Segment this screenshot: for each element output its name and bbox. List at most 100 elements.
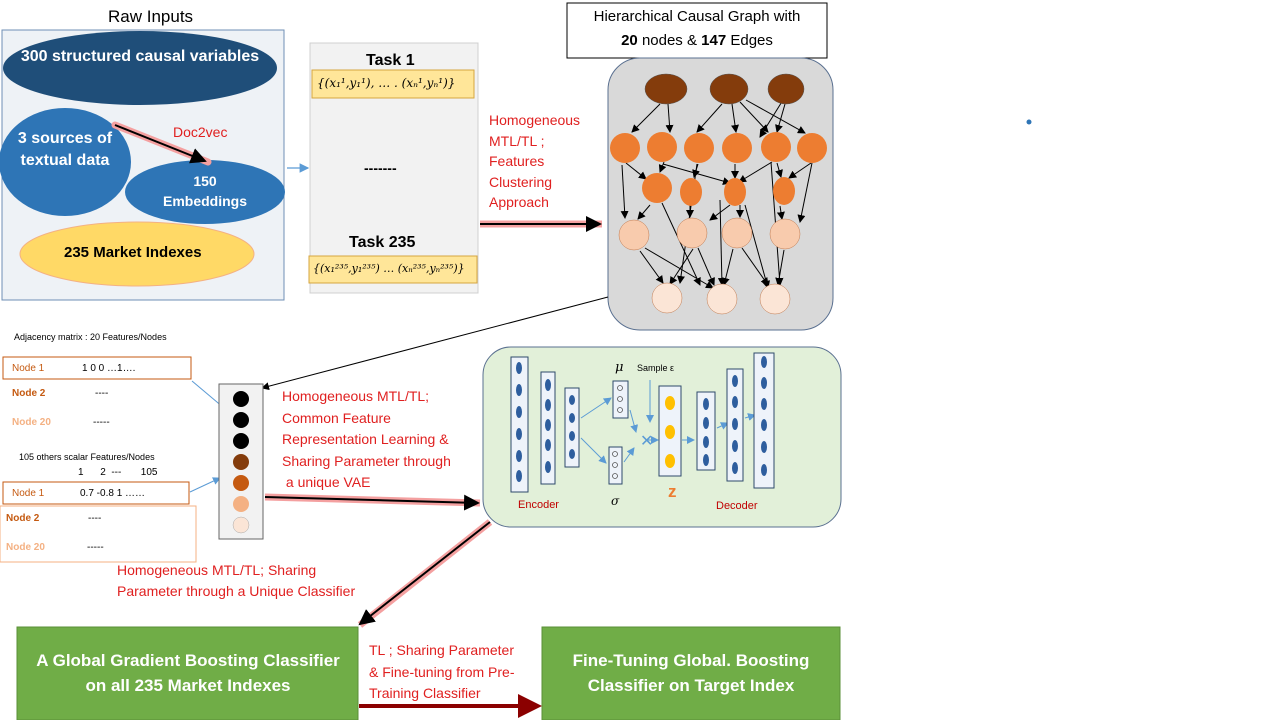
scalar-row-values: ---- — [88, 513, 102, 524]
task1-title: Task 1 — [366, 52, 415, 69]
task235-title: Task 235 — [349, 234, 416, 251]
causal-vars-label: 300 structured causal variables — [20, 48, 260, 65]
scalar-row-label: Node 1 — [12, 488, 45, 499]
causal-vars-ellipse — [3, 31, 277, 105]
clustering-label-line: MTL/TL ; — [489, 132, 545, 149]
clustering-label-line: Clustering — [489, 173, 553, 190]
adjacency-title: Adjacency matrix : 20 Features/Nodes — [14, 332, 167, 342]
clustering-label-line: Homogeneous — [489, 112, 581, 128]
embeddings-label: 150 Embeddings — [162, 173, 247, 209]
vae-arrow — [264, 494, 480, 511]
encoder-label: Encoder — [518, 499, 559, 511]
column-node-6 — [233, 496, 249, 512]
classifier-label: Homogeneous MTL/TL; Sharing Parameter th… — [117, 560, 355, 602]
sample-label: Sample ε — [637, 363, 675, 373]
text-sources-label: 3 sources of textual data — [17, 130, 113, 169]
adjacency-row-label: Node 20 — [12, 417, 51, 428]
graph-node-root-1 — [644, 73, 688, 105]
vae-label-line: Homogeneous MTL/TL; — [282, 388, 430, 404]
task235-formula: {(x₁²³⁵,y₁²³⁵) … (xₙ²³⁵,yₙ²³⁵)} — [313, 262, 465, 275]
latent-units — [612, 385, 623, 479]
graph-node-l2-6 — [797, 133, 827, 163]
graph-to-nodes-arrow — [261, 296, 609, 391]
scalar-row-values: ----- — [87, 542, 104, 553]
adjacency-node1-box — [2, 356, 192, 380]
clustering-label-line: Features — [489, 153, 545, 169]
mu-label: μ — [615, 360, 624, 375]
market-indexes-ellipse — [19, 221, 255, 287]
graph-node-l2-5 — [761, 132, 791, 162]
doc2vec-arrow — [114, 124, 207, 164]
vae-flow-arrows — [580, 380, 756, 464]
task1-formula-box — [311, 69, 475, 99]
graph-edge-count: 147 — [701, 32, 727, 49]
graph-title-end: Edges — [730, 32, 773, 49]
decoder-units — [703, 356, 767, 476]
multiply-icon: ✕ — [640, 431, 653, 450]
column-node-7 — [232, 516, 250, 534]
task235-formula-box — [308, 255, 478, 284]
graph-node-l4-4 — [769, 218, 801, 250]
classifier-arrow — [358, 521, 491, 626]
graph-node-l4-1 — [618, 219, 650, 251]
tl-label-line: TL ; Sharing Parameter — [369, 642, 514, 658]
node-column — [218, 383, 264, 540]
scalar-row-label: Node 2 — [6, 513, 40, 524]
fine-tuning-label: Fine-Tuning Global. Boosting Classifier … — [572, 651, 810, 695]
graph-node-root-3 — [767, 73, 805, 105]
global-classifier-box — [16, 626, 359, 720]
tl-label-line: & Fine-tuning from Pre- — [369, 663, 515, 680]
adjacency-row-values: 1 0 0 …1…. — [82, 363, 136, 374]
clustering-label: Homogeneous MTL/TL ; Features Clustering… — [489, 110, 580, 213]
scalar-rest-box — [0, 505, 197, 563]
column-node-3 — [233, 433, 249, 449]
column-node-5 — [233, 475, 249, 491]
graph-node-l3-3 — [724, 178, 746, 206]
graph-node-l2-4 — [722, 133, 752, 163]
adjacency-row-values: ---- — [95, 388, 109, 399]
graph-node-l3-4 — [773, 177, 795, 205]
graph-edges — [620, 99, 813, 289]
graph-title-box — [566, 2, 828, 59]
scalar-title: 105 others scalar Features/Nodes — [19, 452, 155, 462]
graph-node-l3-2 — [680, 178, 702, 206]
tl-label: TL ; Sharing Parameter & Fine-tuning fro… — [369, 640, 515, 705]
column-node-4 — [233, 454, 249, 470]
vae-label-line: Representation Learning & — [282, 431, 449, 447]
scalar-header: 1 2 --- 105 — [78, 467, 158, 478]
graph-node-leaf-1 — [651, 282, 683, 314]
tasks-ellipsis: ------- — [364, 160, 397, 176]
graph-nodes — [610, 73, 827, 315]
scalar-row-values: 0.7 -0.8 1 …… — [80, 488, 146, 499]
graph-title-line1: Hierarchical Causal Graph with — [593, 8, 801, 25]
global-classifier-label: A Global Gradient Boosting Classifier on… — [36, 651, 340, 695]
vae-label: Homogeneous MTL/TL; Common Feature Repre… — [282, 386, 451, 494]
adjacency-row-label: Node 1 — [12, 363, 45, 374]
fine-tuning-box — [541, 626, 841, 720]
graph-node-leaf-2 — [706, 283, 738, 315]
graph-title-mid: nodes & — [641, 32, 697, 49]
scalar-node1-box — [2, 481, 190, 505]
vae-label-line: Common Feature — [282, 409, 391, 426]
encoder-units — [516, 362, 575, 482]
decoder-layer-1 — [696, 391, 716, 471]
encoder-layer-3 — [564, 387, 580, 468]
raw-inputs-title: Raw Inputs — [108, 7, 194, 26]
graph-node-l2-1 — [610, 133, 640, 163]
classifier-label-line: Parameter through a Unique Classifier — [117, 583, 356, 599]
graph-node-l4-3 — [721, 217, 753, 249]
column-node-1 — [233, 391, 249, 407]
vae-label-line: a unique VAE — [282, 474, 371, 490]
encoder-layer-1 — [510, 356, 529, 493]
mu-box — [612, 380, 629, 419]
graph-node-count: 20 — [621, 32, 638, 49]
graph-node-root-2 — [709, 73, 749, 105]
adjacency-row-values: ----- — [93, 417, 110, 428]
vae-label-line: Sharing Parameter through — [282, 452, 451, 469]
z-label: z — [668, 482, 677, 501]
scalar-row-label: Node 20 — [6, 542, 45, 553]
market-indexes-label: 235 Market Indexes — [64, 244, 202, 261]
graph-node-l3-1 — [642, 173, 672, 203]
task1-formula: {(x₁¹,y₁¹), … . (xₙ¹,yₙ¹)} — [317, 76, 456, 90]
